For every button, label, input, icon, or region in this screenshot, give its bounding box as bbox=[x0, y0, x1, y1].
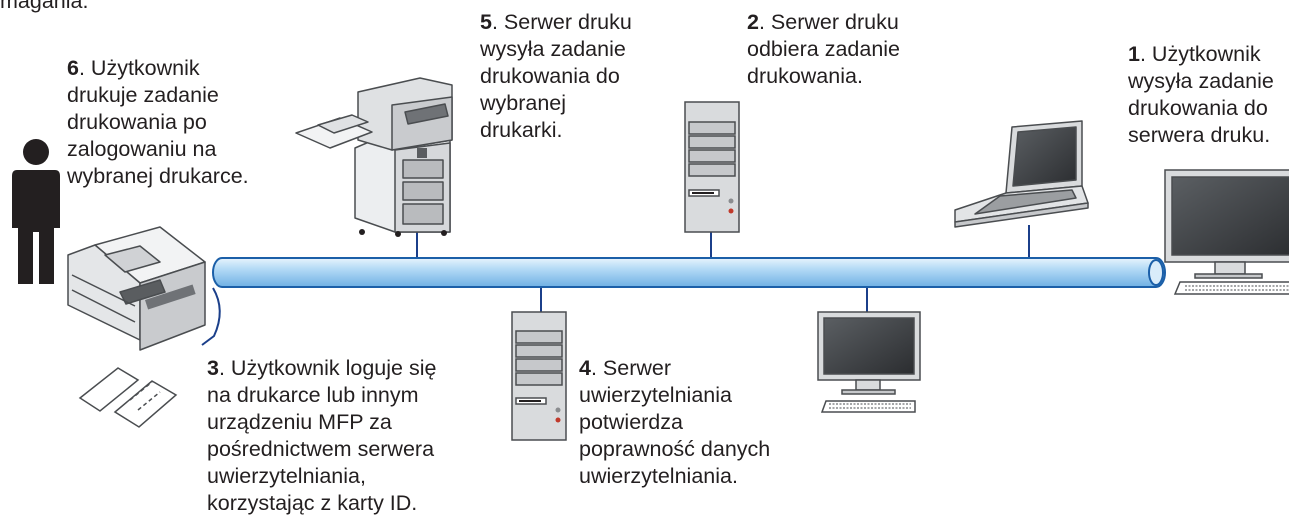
network-pipe bbox=[212, 257, 1166, 288]
id-card-icon bbox=[78, 367, 178, 428]
step-6-label: 6. Użytkownik drukuje zadanie drukowania… bbox=[67, 56, 249, 188]
desktop-monitor-icon bbox=[1164, 169, 1289, 295]
step-4-label: 4. Serwer uwierzytelniania potwierdza po… bbox=[579, 356, 771, 488]
step-3-label: 3. Użytkownik loguje się na drukarce lub… bbox=[207, 356, 437, 515]
step-1-label: 1. Użytkownik wysyła zadanie drukowania … bbox=[1128, 42, 1274, 147]
connector-lines bbox=[201, 225, 1030, 346]
step-number: 4 bbox=[579, 356, 591, 380]
print-server-icon bbox=[684, 101, 740, 233]
connector-printer bbox=[201, 287, 221, 346]
step-2-label: 2. Serwer druku odbiera zadanie drukowan… bbox=[747, 10, 901, 88]
step-number: 5 bbox=[480, 10, 492, 34]
step-number: 6 bbox=[67, 56, 79, 80]
auth-server-icon bbox=[511, 311, 567, 441]
user-person-icon bbox=[12, 139, 60, 284]
cropped-header-text: magania. bbox=[0, 0, 89, 13]
step-number: 1 bbox=[1128, 42, 1140, 66]
step-number: 2 bbox=[747, 10, 759, 34]
printer-icon bbox=[67, 226, 206, 351]
mfp-icon bbox=[295, 77, 453, 237]
step-5-label: 5. Serwer druku wysyła zadanie drukowani… bbox=[480, 10, 632, 142]
desktop-computer-icon bbox=[817, 311, 921, 413]
step-number: 3 bbox=[207, 356, 219, 380]
laptop-icon bbox=[954, 120, 1089, 228]
